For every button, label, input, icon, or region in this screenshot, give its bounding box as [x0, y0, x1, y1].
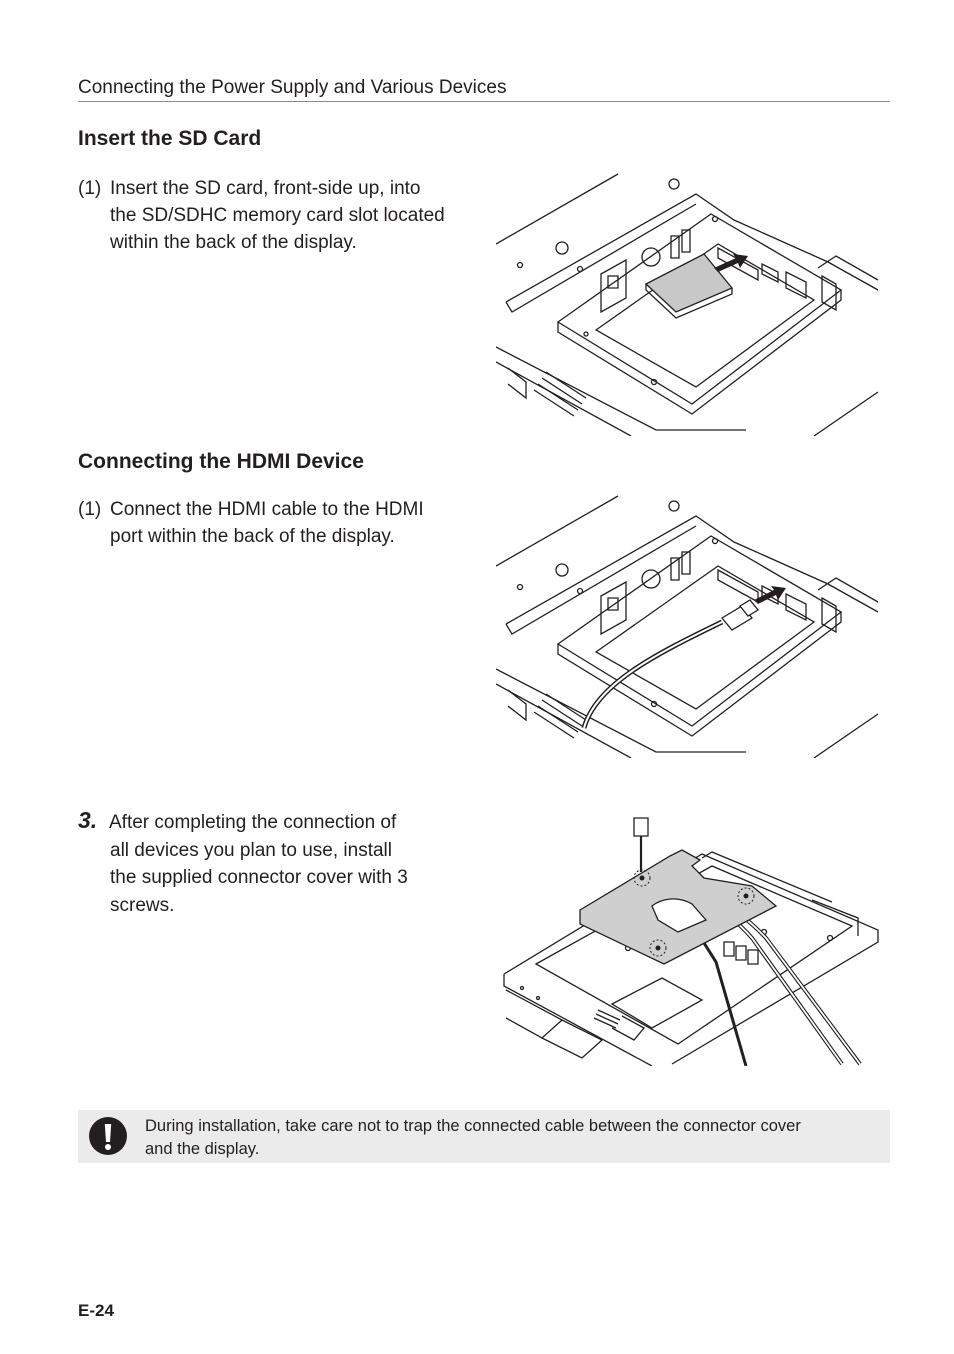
header-rule — [78, 101, 890, 102]
page-number: E-24 — [78, 1301, 114, 1320]
step-line: Connect the HDMI cable to the HDMI — [110, 499, 424, 520]
step-line: within the back of the display. — [110, 232, 357, 253]
step-line: screws. — [110, 894, 175, 916]
exclamation-icon — [89, 1117, 127, 1155]
step-line: all devices you plan to use, install — [110, 839, 392, 861]
sd-card-insertion-illustration — [496, 172, 880, 436]
section-title-sd-card: Insert the SD Card — [78, 127, 262, 150]
caution-line: During installation, take care not to tr… — [145, 1117, 801, 1135]
step-text: all devices you plan to use, install the… — [110, 837, 408, 920]
section-title-hdmi: Connecting the HDMI Device — [78, 450, 364, 473]
caution-text: During installation, take care not to tr… — [145, 1115, 887, 1161]
hdmi-connection-illustration — [496, 494, 880, 758]
caution-line: and the display. — [145, 1140, 260, 1158]
hdmi-step-1: (1) Connect the HDMI cable to the HDMI p… — [78, 496, 498, 554]
step-line: Insert the SD card, front-side up, into — [110, 178, 421, 199]
step-number: (1) — [78, 178, 102, 199]
running-head: Connecting the Power Supply and Various … — [78, 77, 507, 98]
step-line: the supplied connector cover with 3 — [110, 867, 408, 888]
step-line: port within the back of the display. — [110, 526, 395, 547]
sd-card-step-1: (1) Insert the SD card, front-side up, i… — [78, 175, 498, 260]
caution-note: During installation, take care not to tr… — [78, 1110, 890, 1163]
step-3: 3. After completing the connection of al… — [78, 807, 478, 921]
step-number: (1) — [78, 499, 102, 520]
connector-cover-illustration — [502, 814, 880, 1066]
step-line: After completing the connection of — [109, 812, 397, 833]
step-line: the SD/SDHC memory card slot located — [110, 205, 445, 226]
step-number: 3. — [78, 807, 98, 833]
step-text: Connect the HDMI cable to the HDMI port … — [110, 496, 424, 550]
step-text: Insert the SD card, front-side up, into … — [110, 175, 445, 256]
